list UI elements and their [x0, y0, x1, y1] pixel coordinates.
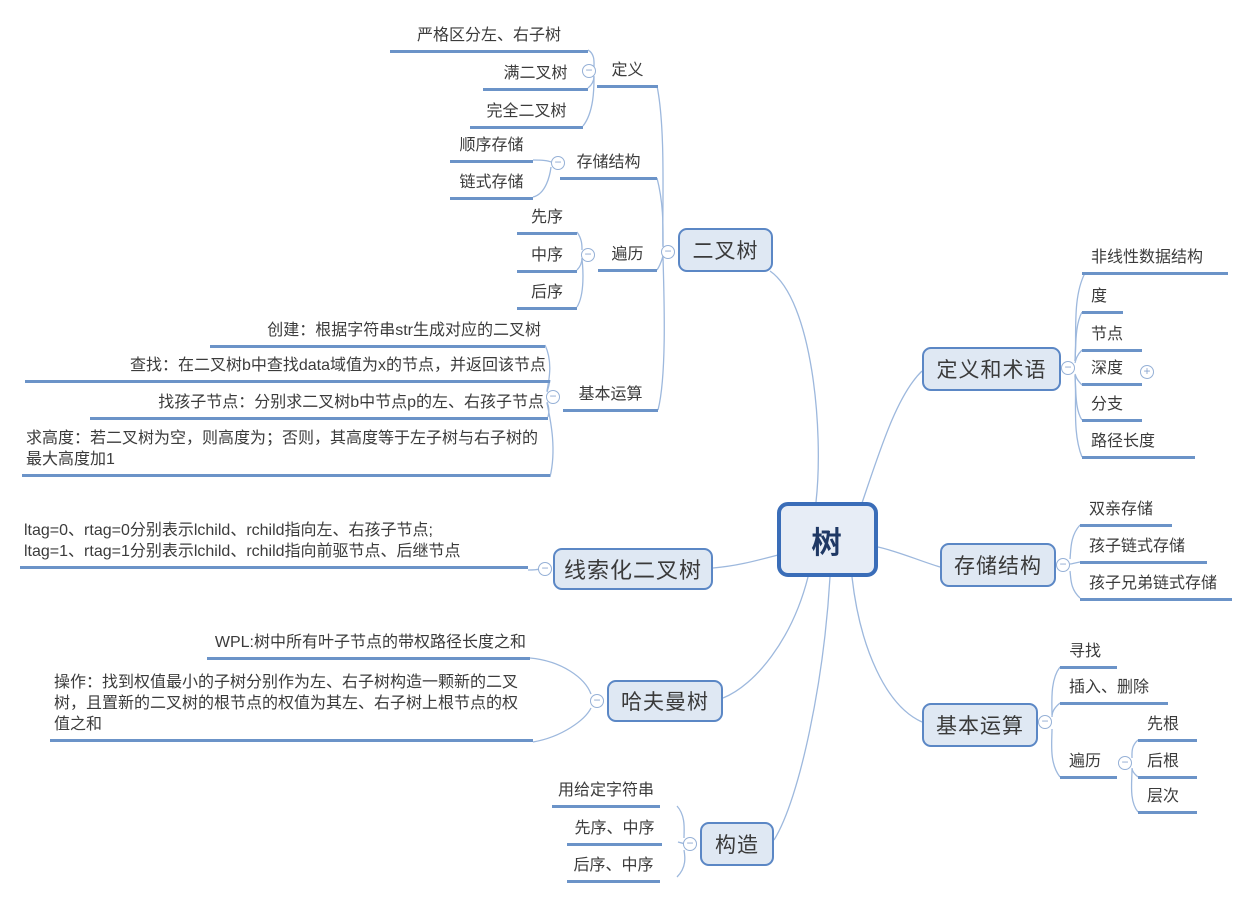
topic-threaded-binary-tree[interactable]: 线索化二叉树 [553, 548, 713, 590]
topic-given-string[interactable]: 用给定字符串 [552, 780, 660, 808]
topic-level-order[interactable]: 层次 [1138, 786, 1197, 814]
topic-depth[interactable]: 深度 [1082, 358, 1142, 386]
topic-full-binary-tree[interactable]: 满二叉树 [483, 63, 588, 91]
topic-find[interactable]: 寻找 [1060, 641, 1117, 669]
note-line: ltag=0、rtag=0分别表示lchild、rchild指向左、右孩子节点; [24, 522, 433, 539]
topic-binary-operations[interactable]: 基本运算 [563, 384, 658, 412]
topic-preorder-root[interactable]: 先根 [1138, 714, 1197, 742]
collapse-toggle-icon-storage-right[interactable]: − [1056, 558, 1070, 572]
topic-terms[interactable]: 定义和术语 [922, 347, 1061, 391]
topic-insert-delete[interactable]: 插入、删除 [1060, 677, 1168, 705]
topic-huffman-operation[interactable]: 操作：找到权值最小的子树分别作为左、右子树构造一颗新的二叉树，且置新的二叉树的根… [50, 672, 533, 742]
collapse-toggle-icon-operations-left[interactable]: − [546, 390, 560, 404]
collapse-toggle-icon-definition[interactable]: − [582, 64, 596, 78]
topic-construction[interactable]: 构造 [700, 822, 774, 866]
topic-parent-storage[interactable]: 双亲存储 [1080, 499, 1172, 527]
collapse-toggle-icon-operations-right[interactable]: − [1038, 715, 1052, 729]
collapse-toggle-icon-traversal-right[interactable]: − [1118, 756, 1132, 770]
topic-child-linked-storage[interactable]: 孩子链式存储 [1080, 536, 1207, 564]
collapse-toggle-icon-huffman-tree[interactable]: − [590, 694, 604, 708]
topic-nonlinear-structure[interactable]: 非线性数据结构 [1082, 247, 1228, 275]
topic-postorder-root[interactable]: 后根 [1138, 751, 1197, 779]
collapse-toggle-icon-threaded-tree[interactable]: − [538, 562, 552, 576]
collapse-toggle-icon-traversal-left[interactable]: − [581, 248, 595, 262]
topic-wpl[interactable]: WPL:树中所有叶子节点的带权路径长度之和 [207, 632, 530, 660]
topic-node[interactable]: 节点 [1082, 324, 1142, 352]
topic-traversal-right[interactable]: 遍历 [1060, 751, 1117, 779]
topic-postorder[interactable]: 后序 [517, 282, 577, 310]
topic-degree[interactable]: 度 [1082, 286, 1123, 314]
topic-inorder[interactable]: 中序 [517, 245, 577, 273]
topic-path-length[interactable]: 路径长度 [1082, 431, 1195, 459]
topic-complete-binary-tree[interactable]: 完全二叉树 [470, 101, 583, 129]
topic-strict-left-right-subtree[interactable]: 严格区分左、右子树 [390, 25, 588, 53]
collapse-toggle-icon-storage-left[interactable]: − [551, 156, 565, 170]
topic-operations-right[interactable]: 基本运算 [922, 703, 1038, 747]
topic-create-operation[interactable]: 创建：根据字符串str生成对应的二叉树 [210, 320, 545, 348]
collapse-toggle-icon-binary-tree[interactable]: − [661, 245, 675, 259]
collapse-toggle-icon-terms[interactable]: − [1061, 361, 1075, 375]
topic-branch[interactable]: 分支 [1082, 394, 1142, 422]
topic-binary-definition[interactable]: 定义 [597, 60, 658, 88]
topic-huffman-tree[interactable]: 哈夫曼树 [607, 680, 723, 722]
topic-pre-in-order[interactable]: 先序、中序 [567, 818, 662, 846]
topic-linked-storage[interactable]: 链式存储 [450, 172, 533, 200]
topic-search-operation[interactable]: 查找：在二叉树b中查找data域值为x的节点，并返回该节点 [25, 355, 550, 383]
topic-threaded-tree-note[interactable]: ltag=0、rtag=0分别表示lchild、rchild指向左、右孩子节点;… [20, 520, 528, 569]
topic-storage-structure-right[interactable]: 存储结构 [940, 543, 1056, 587]
expand-toggle-icon-depth[interactable]: + [1140, 365, 1154, 379]
topic-child-sibling-linked-storage[interactable]: 孩子兄弟链式存储 [1080, 573, 1232, 601]
topic-root-tree[interactable]: 树 [777, 502, 878, 577]
topic-post-in-order[interactable]: 后序、中序 [567, 855, 660, 883]
topic-binary-traversal[interactable]: 遍历 [598, 244, 657, 272]
topic-height-operation[interactable]: 求高度：若二叉树为空，则高度为；否则，其高度等于左子树与右子树的最大高度加1 [22, 428, 550, 477]
topic-sequential-storage[interactable]: 顺序存储 [450, 135, 533, 163]
topic-preorder[interactable]: 先序 [517, 207, 577, 235]
topic-binary-tree[interactable]: 二叉树 [678, 228, 773, 272]
topic-binary-storage-structure[interactable]: 存储结构 [560, 152, 657, 180]
topic-find-children-operation[interactable]: 找孩子节点：分别求二叉树b中节点p的左、右孩子节点 [90, 392, 548, 420]
note-line: ltag=1、rtag=1分别表示lchild、rchild指向前驱节点、后继节… [24, 543, 461, 560]
collapse-toggle-icon-construction[interactable]: − [683, 837, 697, 851]
